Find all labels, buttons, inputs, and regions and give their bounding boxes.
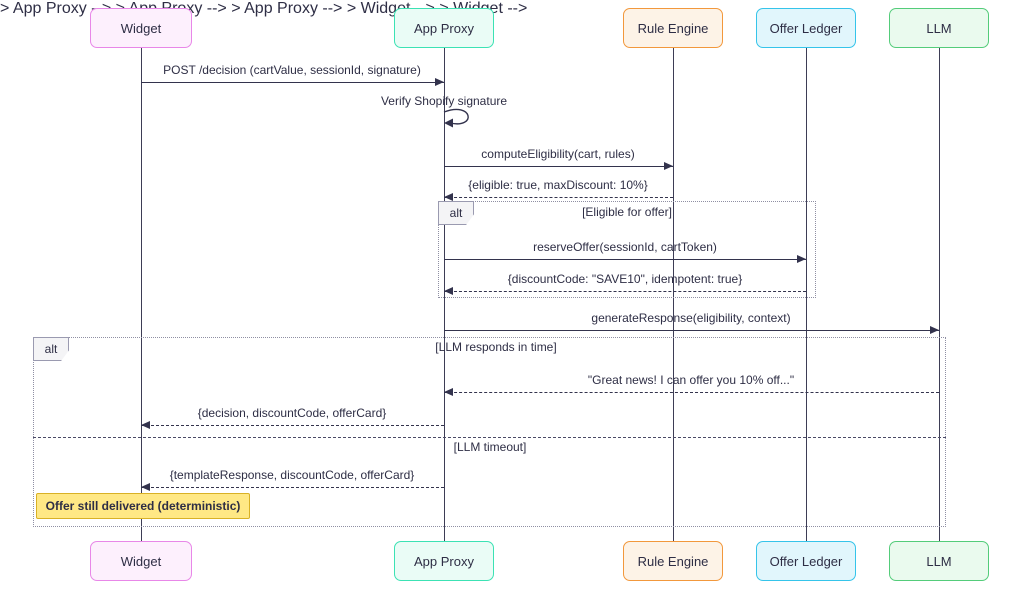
actor-offer-ledger-bottom: Offer Ledger (756, 541, 856, 581)
message-line (444, 392, 939, 393)
alt-block-eligible (438, 201, 816, 298)
message-label: {discountCode: "SAVE10", idempotent: tru… (507, 272, 743, 286)
actor-llm-bottom: LLM (889, 541, 989, 581)
arrowhead-icon (141, 483, 150, 491)
lifeline-rule-engine (672, 48, 674, 541)
lifeline-offer-ledger (805, 48, 807, 541)
alt-block-eligible-label: alt (438, 201, 474, 225)
message-line (141, 82, 444, 83)
actor-widget-top: Widget (90, 8, 192, 48)
message-label: {decision, discountCode, offerCard} (197, 406, 387, 420)
message-line (444, 259, 806, 260)
message-label: computeEligibility(cart, rules) (481, 147, 635, 161)
message-line (444, 197, 673, 198)
alt-guard-llm-timeout: [LLM timeout] (453, 440, 527, 454)
lifeline-widget (140, 48, 142, 541)
message-label: {templateResponse, discountCode, offerCa… (169, 468, 415, 482)
arrowhead-icon (930, 326, 939, 334)
arrowhead-icon (444, 193, 453, 201)
arrowhead-icon (444, 388, 453, 396)
alt-guard-eligible: [Eligible for offer] (582, 205, 672, 219)
alt-block-llm-label: alt (33, 337, 69, 361)
actor-llm-top: LLM (889, 8, 989, 48)
arrowhead-icon (444, 287, 453, 295)
message-line (141, 425, 444, 426)
message-label: generateResponse(eligibility, context) (591, 311, 791, 325)
arrowhead-icon (141, 421, 150, 429)
arrowhead-icon (664, 162, 673, 170)
message-line (444, 291, 806, 292)
message-line (444, 166, 673, 167)
actor-app-proxy-bottom: App Proxy (394, 541, 494, 581)
alt-divider (33, 437, 946, 438)
actor-rule-engine-bottom: Rule Engine (623, 541, 723, 581)
actor-app-proxy-top: App Proxy (394, 8, 494, 48)
message-label: reserveOffer(sessionId, cartToken) (533, 240, 717, 254)
message-label: POST /decision (cartValue, sessionId, si… (163, 63, 421, 77)
message-label: "Great news! I can offer you 10% off..." (587, 373, 795, 387)
actor-rule-engine-top: Rule Engine (623, 8, 723, 48)
message-line (444, 330, 939, 331)
alt-guard-llm-responds: [LLM responds in time] (435, 340, 557, 354)
message-label: Verify Shopify signature (380, 94, 508, 108)
self-loop-arrow (443, 108, 469, 128)
lifeline-llm (938, 48, 940, 541)
note-offer-delivered: Offer still delivered (deterministic) (36, 493, 250, 519)
alt-block-llm (33, 337, 946, 527)
arrowhead-icon (797, 255, 806, 263)
actor-offer-ledger-top: Offer Ledger (756, 8, 856, 48)
arrowhead-icon (435, 78, 444, 86)
message-line (141, 487, 444, 488)
message-label: {eligible: true, maxDiscount: 10%} (468, 178, 648, 192)
actor-widget-bottom: Widget (90, 541, 192, 581)
